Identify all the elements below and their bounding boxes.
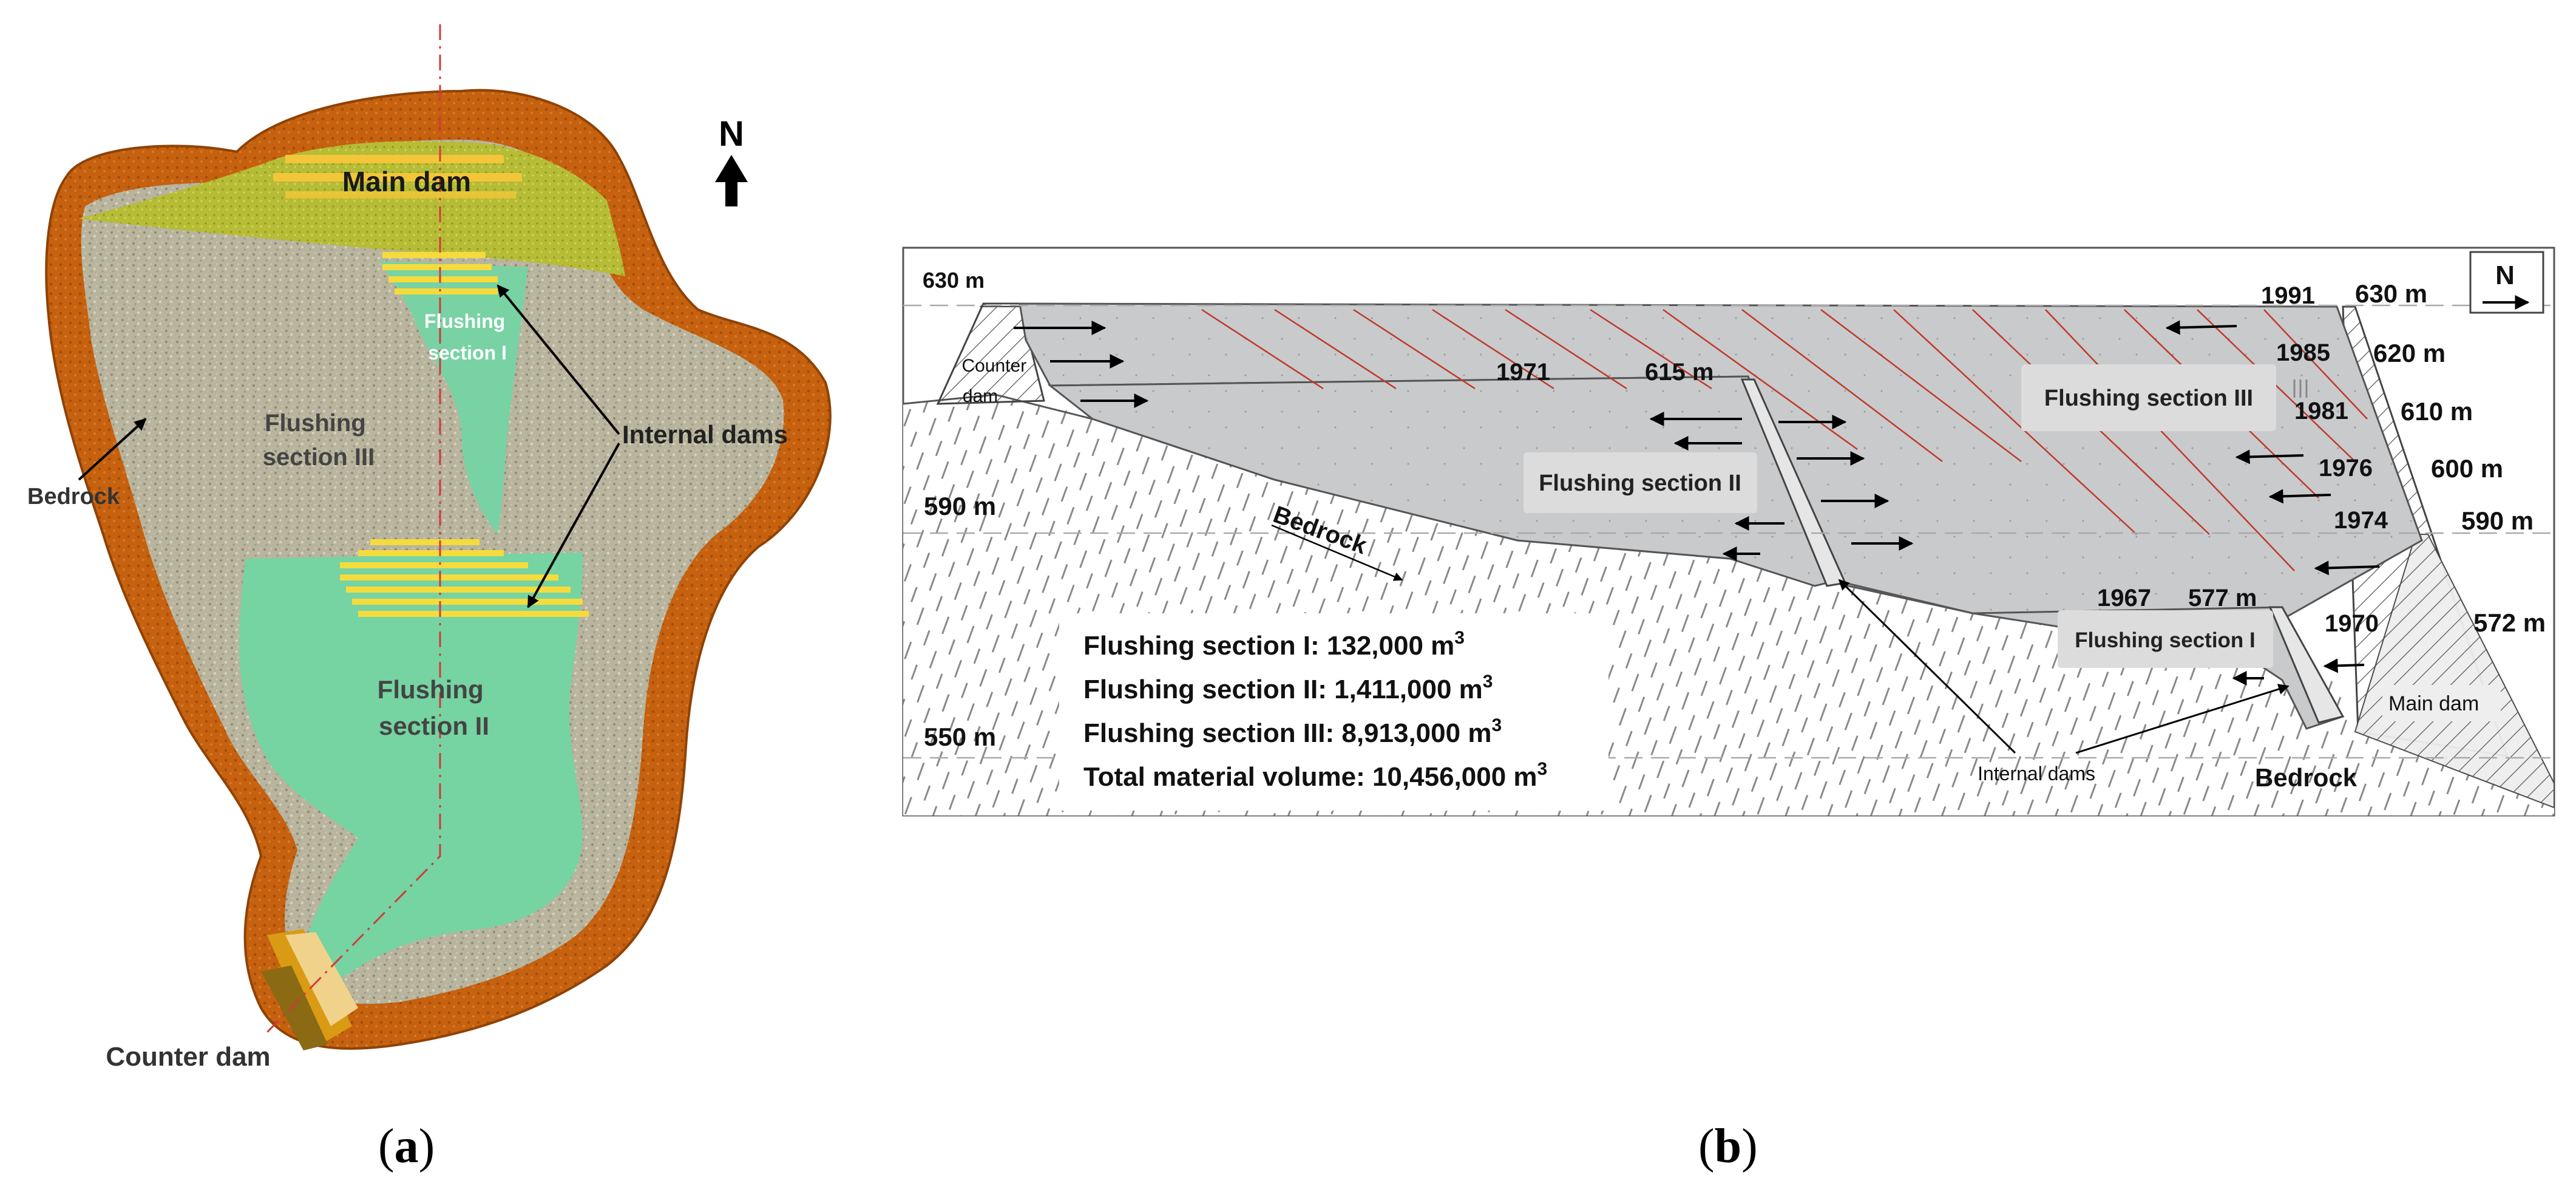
elevation-label: 590 m: [2461, 506, 2534, 535]
year-label: 1967: [2097, 585, 2151, 611]
panel-a-label-counter-dam: Counter dam: [106, 1042, 270, 1072]
panel-a-label-flushing-3: Flushing section III: [263, 410, 375, 471]
panel-b-section-1-label: Flushing section I: [2075, 628, 2256, 652]
panel-b-bedrock-label-right: Bedrock: [2255, 763, 2357, 792]
elevation-label: 630 m: [2355, 279, 2427, 308]
volume-row: Flushing section I: 132,000 m3: [1083, 628, 1465, 661]
panel-a-label-flushing-2: Flushing section II: [378, 675, 491, 740]
panel-b-main-dam-label-bg: [2382, 685, 2501, 721]
flow-arrow-left: [2165, 320, 2237, 335]
panel-a-internal-dams-pointer-upper: [497, 284, 620, 435]
panel-b-main-dam-label: Main dam: [2388, 692, 2479, 715]
year-label: 1976: [2319, 455, 2373, 482]
north-arrow-icon: [715, 155, 748, 206]
panel-a-flushing-section-2: [239, 553, 583, 988]
caption-a: (a): [378, 1120, 435, 1173]
flow-arrow-left: [2268, 489, 2331, 504]
elevation-label: 590 m: [924, 492, 996, 520]
panel-b-section-3-label-box: [2021, 364, 2276, 431]
flow-arrow-left: [2323, 658, 2365, 673]
panel-a-internal-dam-lower: [340, 539, 589, 617]
elevation-label: 610 m: [2401, 397, 2473, 426]
year-label: 1985: [2276, 339, 2330, 366]
panel-a-bedrock-pointer: [78, 418, 147, 481]
volume-row: Flushing section II: 1,411,000 m3: [1083, 672, 1493, 704]
panel-b-internal-dam-2: [2268, 606, 2345, 724]
panel-a-internal-dam-upper: [382, 252, 498, 294]
panel-b-years: 1991 1985 1981 1976 1974 1970 1971 1967: [1496, 282, 2388, 637]
panel-b-section-2-label-box: [1524, 452, 1757, 513]
panel-a-map: Main dam Flushing section I Flushing sec…: [27, 24, 832, 1072]
panel-b-volume-box: [1059, 613, 1608, 811]
panel-b-internal-dams-pointers: [1838, 579, 2290, 754]
flow-arrow-left: [2314, 560, 2380, 576]
elevation-label: 572 m: [2473, 608, 2546, 637]
year-label: 1970: [2325, 610, 2379, 637]
panel-b-north-label: N: [2495, 260, 2515, 290]
panel-b-elevations-right: 630 m 620 m 610 m 600 m 590 m 572 m: [2355, 279, 2546, 637]
panel-b-volume-list: Flushing section I: 132,000 m3 Flushing …: [1083, 628, 1547, 792]
panel-a-label-main-dam: Main dam: [342, 166, 471, 197]
panel-b-section: Flushing section III Flushing section II…: [902, 247, 2555, 817]
panel-b-internal-dams-label: Internal dams: [1978, 763, 2095, 784]
year-label: 1981: [2294, 398, 2348, 424]
panel-a-main-dam-stripes: [273, 155, 522, 199]
panel-b-inner-elevation: 615 m: [1645, 359, 1713, 386]
panel-b-section-3-marker: [2293, 379, 2308, 398]
panel-b-section-3-label: Flushing section III: [2044, 386, 2253, 411]
panel-a-north-arrow: N: [715, 114, 748, 206]
panel-a-section-line: [266, 24, 441, 1033]
volume-row: Total material volume: 10,456,000 m3: [1083, 759, 1547, 792]
elevation-label: 620 m: [2373, 339, 2446, 367]
panel-a-label-internal-dams: Internal dams: [622, 420, 788, 449]
panel-b-counter-dam-label: Counter dam: [961, 356, 1031, 406]
bedrock-dip-arrow: [1271, 524, 1403, 581]
panel-a-north-label: N: [719, 114, 744, 154]
panel-b-section-2-label: Flushing section II: [1539, 471, 1741, 496]
elevation-label: 600 m: [2431, 454, 2503, 483]
panel-b-main-dam-hatch: [2355, 534, 2554, 808]
year-label: 1971: [1496, 359, 1550, 386]
panel-a-internal-dams-pointer-lower: [527, 443, 620, 608]
panel-b-inner-elevation: 577 m: [2188, 585, 2257, 611]
year-label: 1974: [2334, 507, 2388, 534]
panel-b-section-1-label-box: [2058, 610, 2273, 668]
panel-b-flow-arrows: [1014, 320, 2380, 686]
panel-a-label-flushing-1: Flushing section I: [424, 310, 510, 364]
panel-a-flushing-section-1: [379, 261, 528, 534]
panel-b-elevations-left: 630 m 590 m 550 m: [923, 268, 996, 751]
caption-b: (b): [1698, 1120, 1758, 1173]
volume-row: Flushing section III: 8,913,000 m3: [1083, 715, 1502, 748]
flow-arrow-left: [2235, 449, 2304, 465]
panel-a-label-bedrock: Bedrock: [27, 484, 120, 509]
year-label: 1991: [2261, 282, 2315, 309]
elevation-label: 550 m: [924, 723, 996, 751]
elevation-label: 630 m: [923, 268, 985, 293]
